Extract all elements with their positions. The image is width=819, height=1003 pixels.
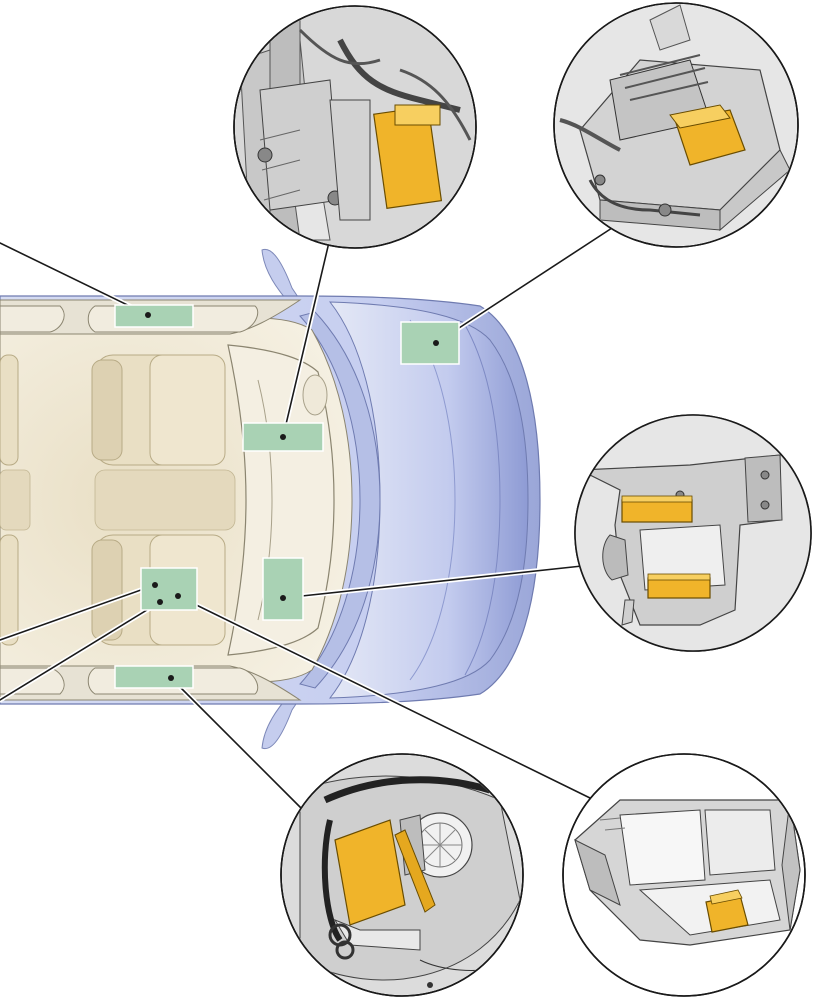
callout-seat-frame-module xyxy=(562,753,806,997)
marker-front-passenger-area xyxy=(262,557,304,621)
leader-lines xyxy=(0,225,615,813)
module-yellow xyxy=(334,819,406,926)
marker-engine-bay xyxy=(400,321,460,365)
marker-left-sill xyxy=(114,304,194,328)
callout-bracket-modules xyxy=(574,414,812,652)
front-left-seat xyxy=(91,354,226,466)
module-yellow-2 xyxy=(647,577,711,599)
callout-door-module xyxy=(280,753,524,997)
rear-seats xyxy=(0,354,31,646)
center-console xyxy=(94,469,236,531)
marker-dots xyxy=(145,312,439,681)
location-markers xyxy=(114,304,460,689)
marker-dash-center xyxy=(242,422,324,452)
windshield xyxy=(299,311,381,689)
module-yellow xyxy=(621,499,693,523)
callout-dash-module xyxy=(233,5,477,249)
marker-right-sill xyxy=(114,665,194,689)
callout-engine-bay xyxy=(553,2,799,248)
marker-under-seat xyxy=(140,567,198,611)
